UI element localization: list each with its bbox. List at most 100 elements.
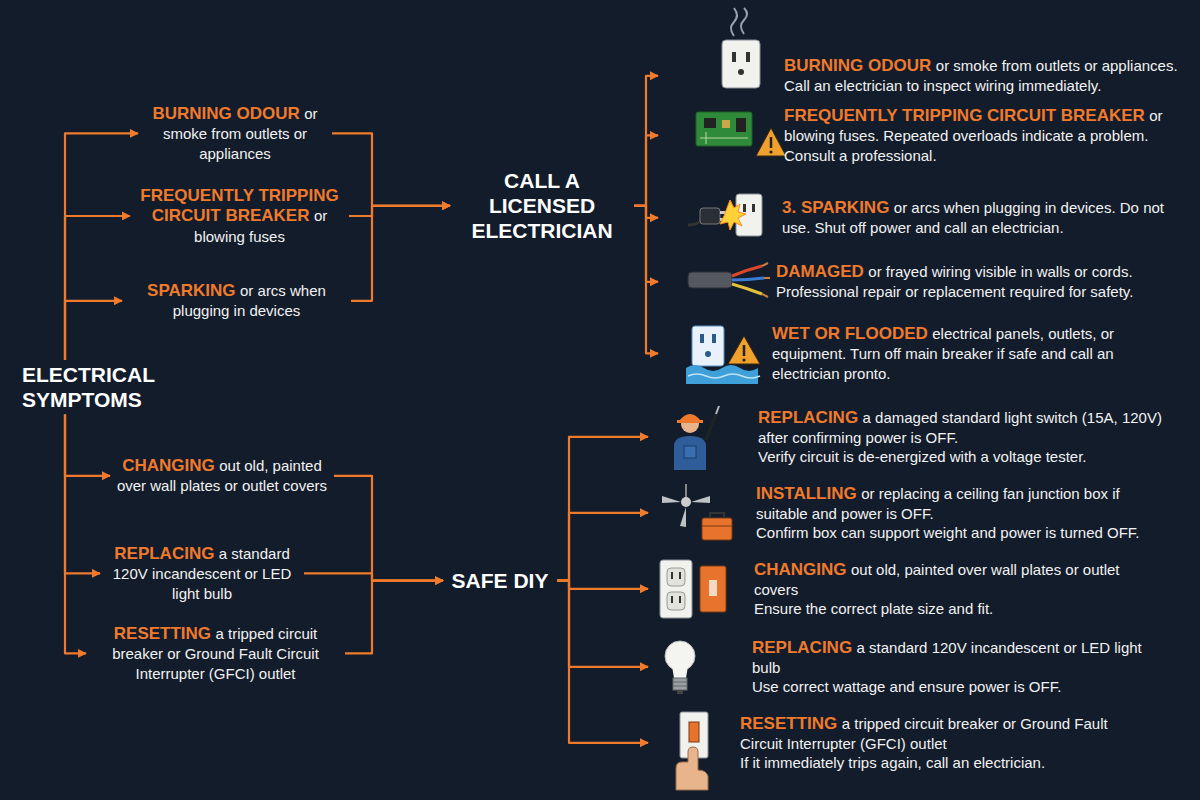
electrician-icon-part [716,406,719,414]
flooded-outlet-icon [686,326,760,384]
hub-label-node: CALL A LICENSED ELECTRICIAN [452,168,632,244]
flooded-outlet-icon-part [692,326,724,366]
ceiling-fan-icon-part [662,496,681,503]
flow-arrow [65,414,100,573]
symptom-node: SPARKING or arcs when plugging in device… [124,281,349,321]
electrician-icon-part [679,414,701,421]
wall-plate-icon-part [679,596,681,603]
item-heading: BURNING ODOUR [152,104,299,123]
symptom-node: RESETTING a tripped circuit breaker or G… [650,714,1145,772]
circuit-board-icon-part [700,132,748,144]
item-heading: SPARKING [147,281,235,300]
flow-arrow [557,513,648,581]
electrician-icon-part [674,436,706,470]
flooded-outlet-icon-part [700,334,704,343]
item-heading: DAMAGED [776,262,864,281]
frayed-wire-icon-part [688,272,732,288]
flow-arrow [65,414,110,475]
hub-label-node: ELECTRICAL SYMPTOMS [22,362,182,412]
sparking-plug-icon-part [752,204,755,212]
flow-arrow [65,301,122,360]
hub-label: ELECTRICAL SYMPTOMS [22,363,155,411]
sparking-plug-icon-part [720,200,746,230]
circuit-board-icon-part [704,118,716,128]
ceiling-fan-icon-part [685,484,687,498]
reset-switch-icon [676,712,708,790]
item-heading: INSTALLING [756,484,857,503]
light-bulb-icon-part [677,690,683,694]
symptom-node: REPLACING a standard 120V incandescent o… [650,638,1152,696]
smoking-outlet-icon-part [746,52,750,62]
flow-arrow [634,76,658,206]
hub-label-node: SAFE DIY [445,568,555,593]
electrician-icon-part [706,414,716,440]
item-heading: FREQUENTLY TRIPPING CIRCUIT BREAKER [140,186,338,225]
ceiling-fan-icon-part [702,518,732,540]
sparking-plug-icon-part [700,208,720,224]
item-note: Confirm box can support weight and power… [756,524,1166,542]
wall-plate-icon-part [679,572,681,579]
reset-switch-icon-part [689,722,699,742]
wall-plate-icon-part [667,592,685,610]
circuit-board-icon-part [756,128,786,156]
ceiling-fan-icon-part [702,526,732,527]
smoking-outlet-icon-part [722,40,760,88]
light-bulb-icon-part [673,682,687,686]
symptom-node: BURNING ODOUR or smoke from outlets or a… [660,56,1184,96]
sparking-plug-icon-part [743,204,746,212]
item-heading: REPLACING [114,544,214,563]
flooded-outlet-icon-part [688,374,760,378]
ceiling-fan-icon-part [691,496,710,503]
symptom-node: FREQUENTLY TRIPPING CIRCUIT BREAKER or b… [660,106,1184,165]
item-note: Use correct wattage and ensure power is … [752,678,1152,696]
flow-arrow [634,206,658,354]
smoking-outlet-icon [722,8,760,88]
reset-switch-icon-part [676,747,708,790]
ceiling-fan-icon-part [681,497,691,507]
symptom-node: REPLACING a damaged standard light switc… [650,408,1163,466]
flow-arrow [349,206,450,216]
ceiling-fan-icon-part [680,507,686,527]
light-bulb-icon-part [673,678,687,690]
sparking-plug-icon [688,194,762,236]
symptom-node: BURNING ODOUR or smoke from outlets or a… [140,104,330,163]
symptom-node: CHANGING out old, painted over wall plat… [650,560,1154,618]
flow-arrow [557,581,648,667]
ceiling-fan-icon [662,484,732,540]
flow-arrow [345,581,443,654]
circuit-board-icon-part [769,150,772,153]
smoking-outlet-icon-part [738,69,744,75]
flow-arrow [65,414,86,653]
frayed-wire-icon-part [732,278,764,280]
item-heading: WET OR FLOODED [772,324,928,343]
wall-plate-icon-part [709,580,717,596]
flooded-outlet-icon-part [743,345,746,356]
flooded-outlet-icon-part [712,334,716,343]
circuit-board-icon-part [736,118,746,132]
hub-label: CALL A LICENSED ELECTRICIAN [471,169,612,242]
symptom-node: CHANGING out old, painted over wall plat… [112,456,332,496]
item-heading: RESETTING [114,624,211,643]
item-heading: FREQUENTLY TRIPPING CIRCUIT BREAKER [784,106,1145,125]
light-bulb-icon-part [672,666,688,678]
circuit-board-icon-part [722,120,730,128]
symptom-node: RESETTING a tripped circuit breaker or G… [88,624,343,683]
wall-plate-icon-part [671,572,673,579]
frayed-wire-icon-part [732,266,762,276]
item-note: Verify circuit is de-energized with a vo… [758,448,1163,466]
item-note: If it immediately trips again, call an e… [740,754,1145,772]
light-bulb-icon [665,641,695,694]
hub-label: SAFE DIY [452,569,549,592]
item-heading: BURNING ODOUR [784,56,931,75]
frayed-wire-icon [688,263,770,297]
item-note: Ensure the correct plate size and fit. [754,600,1154,618]
wall-plate-icon [660,560,726,618]
frayed-wire-icon-part [762,263,770,297]
item-heading: REPLACING [752,638,852,657]
electrician-icon-part [684,446,696,458]
flow-arrow [65,133,138,360]
wall-plate-icon-part [667,568,685,586]
flow-arrow [65,216,130,360]
electrician-icon-part [677,420,703,423]
frayed-wire-icon-part [732,284,762,294]
